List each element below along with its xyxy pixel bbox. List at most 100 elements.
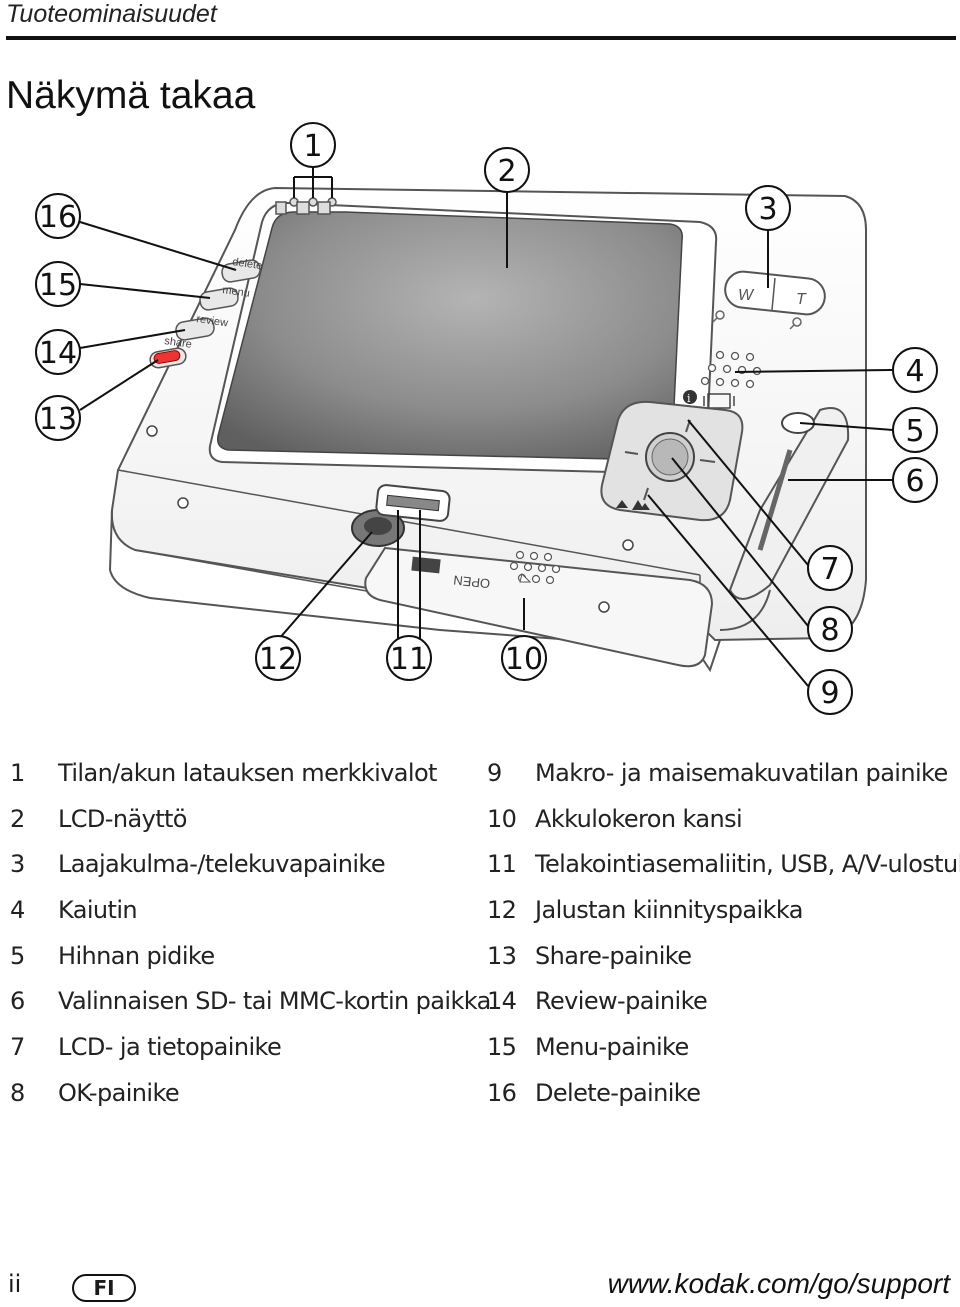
- legend-number: 4: [10, 895, 25, 924]
- callout-markers: [35, 122, 938, 715]
- legend-number: 15: [487, 1032, 517, 1061]
- delete-button[interactable]: delete: [221, 256, 263, 283]
- legend-text: Laajakulma-/telekuvapainike: [58, 850, 386, 879]
- callout-10: 10: [505, 642, 543, 677]
- callout-12: 12: [259, 642, 297, 677]
- support-url[interactable]: www.kodak.com/go/support: [607, 1268, 950, 1299]
- callout-9: 9: [820, 676, 839, 711]
- callout-2-marker: [484, 147, 530, 193]
- running-head: Tuoteominaisuudet: [6, 0, 217, 28]
- callout-7: 7: [820, 552, 839, 587]
- camera-back-figure: delete menu review share W T: [0, 110, 960, 730]
- lcd-toggle-icon: [703, 393, 735, 409]
- ok-button[interactable]: [645, 432, 695, 482]
- legend-item: 5 Hihnan pidike: [10, 933, 491, 979]
- legend-text: Telakointiasemaliitin, USB, A/V-ulostulo: [535, 850, 960, 879]
- svg-text:i: i: [687, 392, 691, 405]
- legend-item: 2 LCD-näyttö: [10, 796, 491, 842]
- zoom-icons: [712, 310, 802, 330]
- legend-number: 8: [10, 1078, 25, 1107]
- callout-4: 4: [905, 354, 924, 389]
- callout-7-marker: [807, 545, 853, 591]
- legend-text: Makro- ja maisemakuvatilan painike: [535, 758, 948, 787]
- callout-11-marker: [386, 635, 432, 681]
- legend-item: 16 Delete-painike: [487, 1070, 960, 1116]
- zoom-w-label: W: [738, 287, 755, 304]
- legend-number: 6: [10, 987, 25, 1016]
- legend-number: 2: [10, 804, 25, 833]
- legend-number: 5: [10, 941, 25, 970]
- callout-13-marker: [35, 395, 81, 441]
- legend-text: Review-painike: [535, 987, 708, 1016]
- legend-text: Hihnan pidike: [58, 941, 215, 970]
- lcd-screen: [208, 201, 718, 476]
- page-footer: ii FI www.kodak.com/go/support: [0, 1268, 960, 1307]
- share-button-label: share: [164, 335, 193, 351]
- battery-door: OPEN: [364, 546, 714, 668]
- callout-4-marker: [892, 347, 938, 393]
- callout-5-marker: [892, 407, 938, 453]
- callout-1: 1: [303, 129, 322, 164]
- header-rule: [6, 36, 956, 40]
- callout-3-marker: [745, 185, 791, 231]
- legend-text: LCD- ja tietopainike: [58, 1032, 282, 1061]
- callout-3: 3: [758, 192, 777, 227]
- tripod-socket: [351, 509, 405, 547]
- menu-button-label: menu: [222, 284, 251, 300]
- legend-item: 13 Share-painike: [487, 933, 960, 979]
- callout-16-marker: [35, 193, 81, 239]
- language-badge: FI: [72, 1274, 136, 1302]
- callout-1-marker: [290, 122, 336, 168]
- callout-15: 15: [39, 268, 77, 303]
- legend-number: 3: [10, 850, 25, 879]
- legend-number: 11: [487, 850, 517, 879]
- delete-button-label: delete: [232, 256, 263, 272]
- callout-9-marker: [807, 669, 853, 715]
- legend-text: Share-painike: [535, 941, 692, 970]
- callout-6: 6: [905, 464, 924, 499]
- legend-item: 8 OK-painike: [10, 1070, 491, 1116]
- legend-text: LCD-näyttö: [58, 804, 188, 833]
- legend-text: Delete-painike: [535, 1078, 701, 1107]
- legend-number: 16: [487, 1078, 517, 1107]
- callout-12-marker: [255, 635, 301, 681]
- screw-holes: [146, 425, 634, 613]
- zoom-rocker[interactable]: W T: [723, 270, 826, 316]
- callout-6-marker: [892, 457, 938, 503]
- legend-item: 3 Laajakulma-/telekuvapainike: [10, 841, 491, 887]
- legend-item: 6 Valinnaisen SD- tai MMC-kortin paikka: [10, 978, 491, 1024]
- callout-8: 8: [820, 613, 839, 648]
- dock-connector: [375, 484, 451, 522]
- callout-15-marker: [35, 261, 81, 307]
- callout-13: 13: [39, 402, 77, 437]
- callout-2: 2: [497, 154, 516, 189]
- macro-landscape-icon: [616, 500, 650, 510]
- legend-item: 4 Kaiutin: [10, 887, 491, 933]
- legend-number: 1: [10, 758, 25, 787]
- legend-text: Valinnaisen SD- tai MMC-kortin paikka: [58, 987, 491, 1016]
- legend-item: 11 Telakointiasemaliitin, USB, A/V-ulostu…: [487, 841, 960, 887]
- share-button[interactable]: share: [149, 335, 193, 369]
- page-title: Näkymä takaa: [6, 74, 256, 117]
- callout-lines: [79, 167, 894, 687]
- callout-8-marker: [807, 606, 853, 652]
- callout-10-marker: [501, 635, 547, 681]
- legend-number: 13: [487, 941, 517, 970]
- strap-post: [781, 412, 815, 434]
- review-button-label: review: [196, 313, 229, 329]
- legend-text: Jalustan kiinnityspaikka: [535, 895, 803, 924]
- legend-text: Kaiutin: [58, 895, 138, 924]
- zoom-t-label: T: [796, 291, 807, 308]
- page-number: ii: [8, 1270, 22, 1298]
- legend-number: 12: [487, 895, 517, 924]
- callout-5: 5: [905, 414, 924, 449]
- menu-button[interactable]: menu: [199, 284, 251, 311]
- legend-text: OK-painike: [58, 1078, 180, 1107]
